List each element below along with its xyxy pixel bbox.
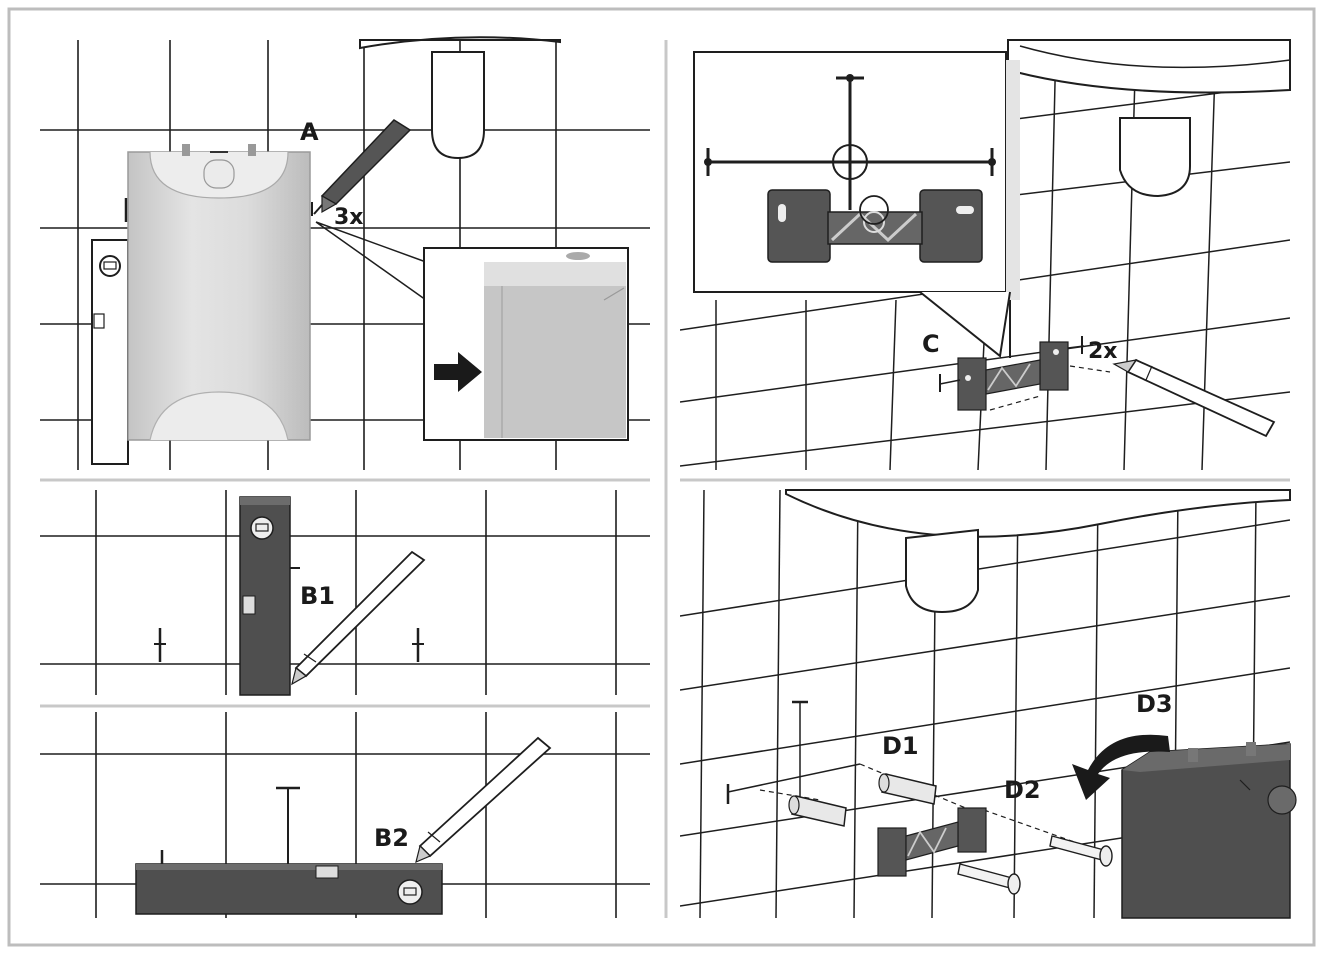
panel-b1-tiles: [40, 490, 650, 695]
panel-b1: B1: [40, 490, 650, 696]
marker-pen-c: [1112, 358, 1276, 438]
sink-basin: [359, 36, 561, 50]
spirit-level-a: [91, 239, 129, 465]
label-a-count: 3x: [334, 205, 364, 230]
wall-plug-2: [878, 773, 937, 805]
label-c: C: [922, 330, 940, 358]
callout-shadow-c: [1006, 60, 1020, 300]
sink-basin-d: [785, 489, 1291, 538]
label-b1: B1: [300, 582, 335, 610]
arrow-indicator-a: [434, 352, 482, 392]
marker-pen-b2: [415, 736, 552, 864]
water-heater-d: [1121, 742, 1297, 919]
marker-pen-b1: [291, 550, 426, 686]
panel-d: D1 D2 D3: [680, 489, 1297, 919]
label-a: A: [300, 118, 319, 146]
marker-pen-a: [313, 119, 412, 215]
callout-pointer-c: [919, 291, 1011, 358]
outer-frame: [7, 7, 1316, 947]
label-c-count: 2x: [1088, 339, 1118, 364]
sink-pedestal-d: [905, 528, 979, 614]
label-d2: D2: [1004, 776, 1041, 804]
mounting-bracket-c: [957, 341, 1069, 411]
panel-c: C 2x: [680, 39, 1291, 470]
screw-2: [1049, 835, 1113, 867]
mounting-bracket-detail: [767, 189, 983, 263]
mounting-bracket-d: [877, 807, 987, 877]
wall-plug-1: [788, 795, 847, 827]
detail-device-corner: [484, 262, 626, 438]
spirit-level-b1: [239, 496, 300, 696]
water-heater: [127, 144, 311, 441]
callout-lines-a: [315, 221, 427, 301]
spirit-level-b2: [135, 850, 443, 915]
label-b2: B2: [374, 824, 409, 852]
label-d1: D1: [882, 732, 919, 760]
panel-a: A 3x: [40, 36, 650, 470]
curved-arrow-d3: [1072, 734, 1170, 800]
panel-b2: B2: [40, 712, 650, 918]
label-d3: D3: [1136, 690, 1173, 718]
sink-pedestal-c: [1119, 117, 1191, 198]
screw-1: [957, 863, 1021, 895]
sink-pedestal: [431, 51, 485, 160]
